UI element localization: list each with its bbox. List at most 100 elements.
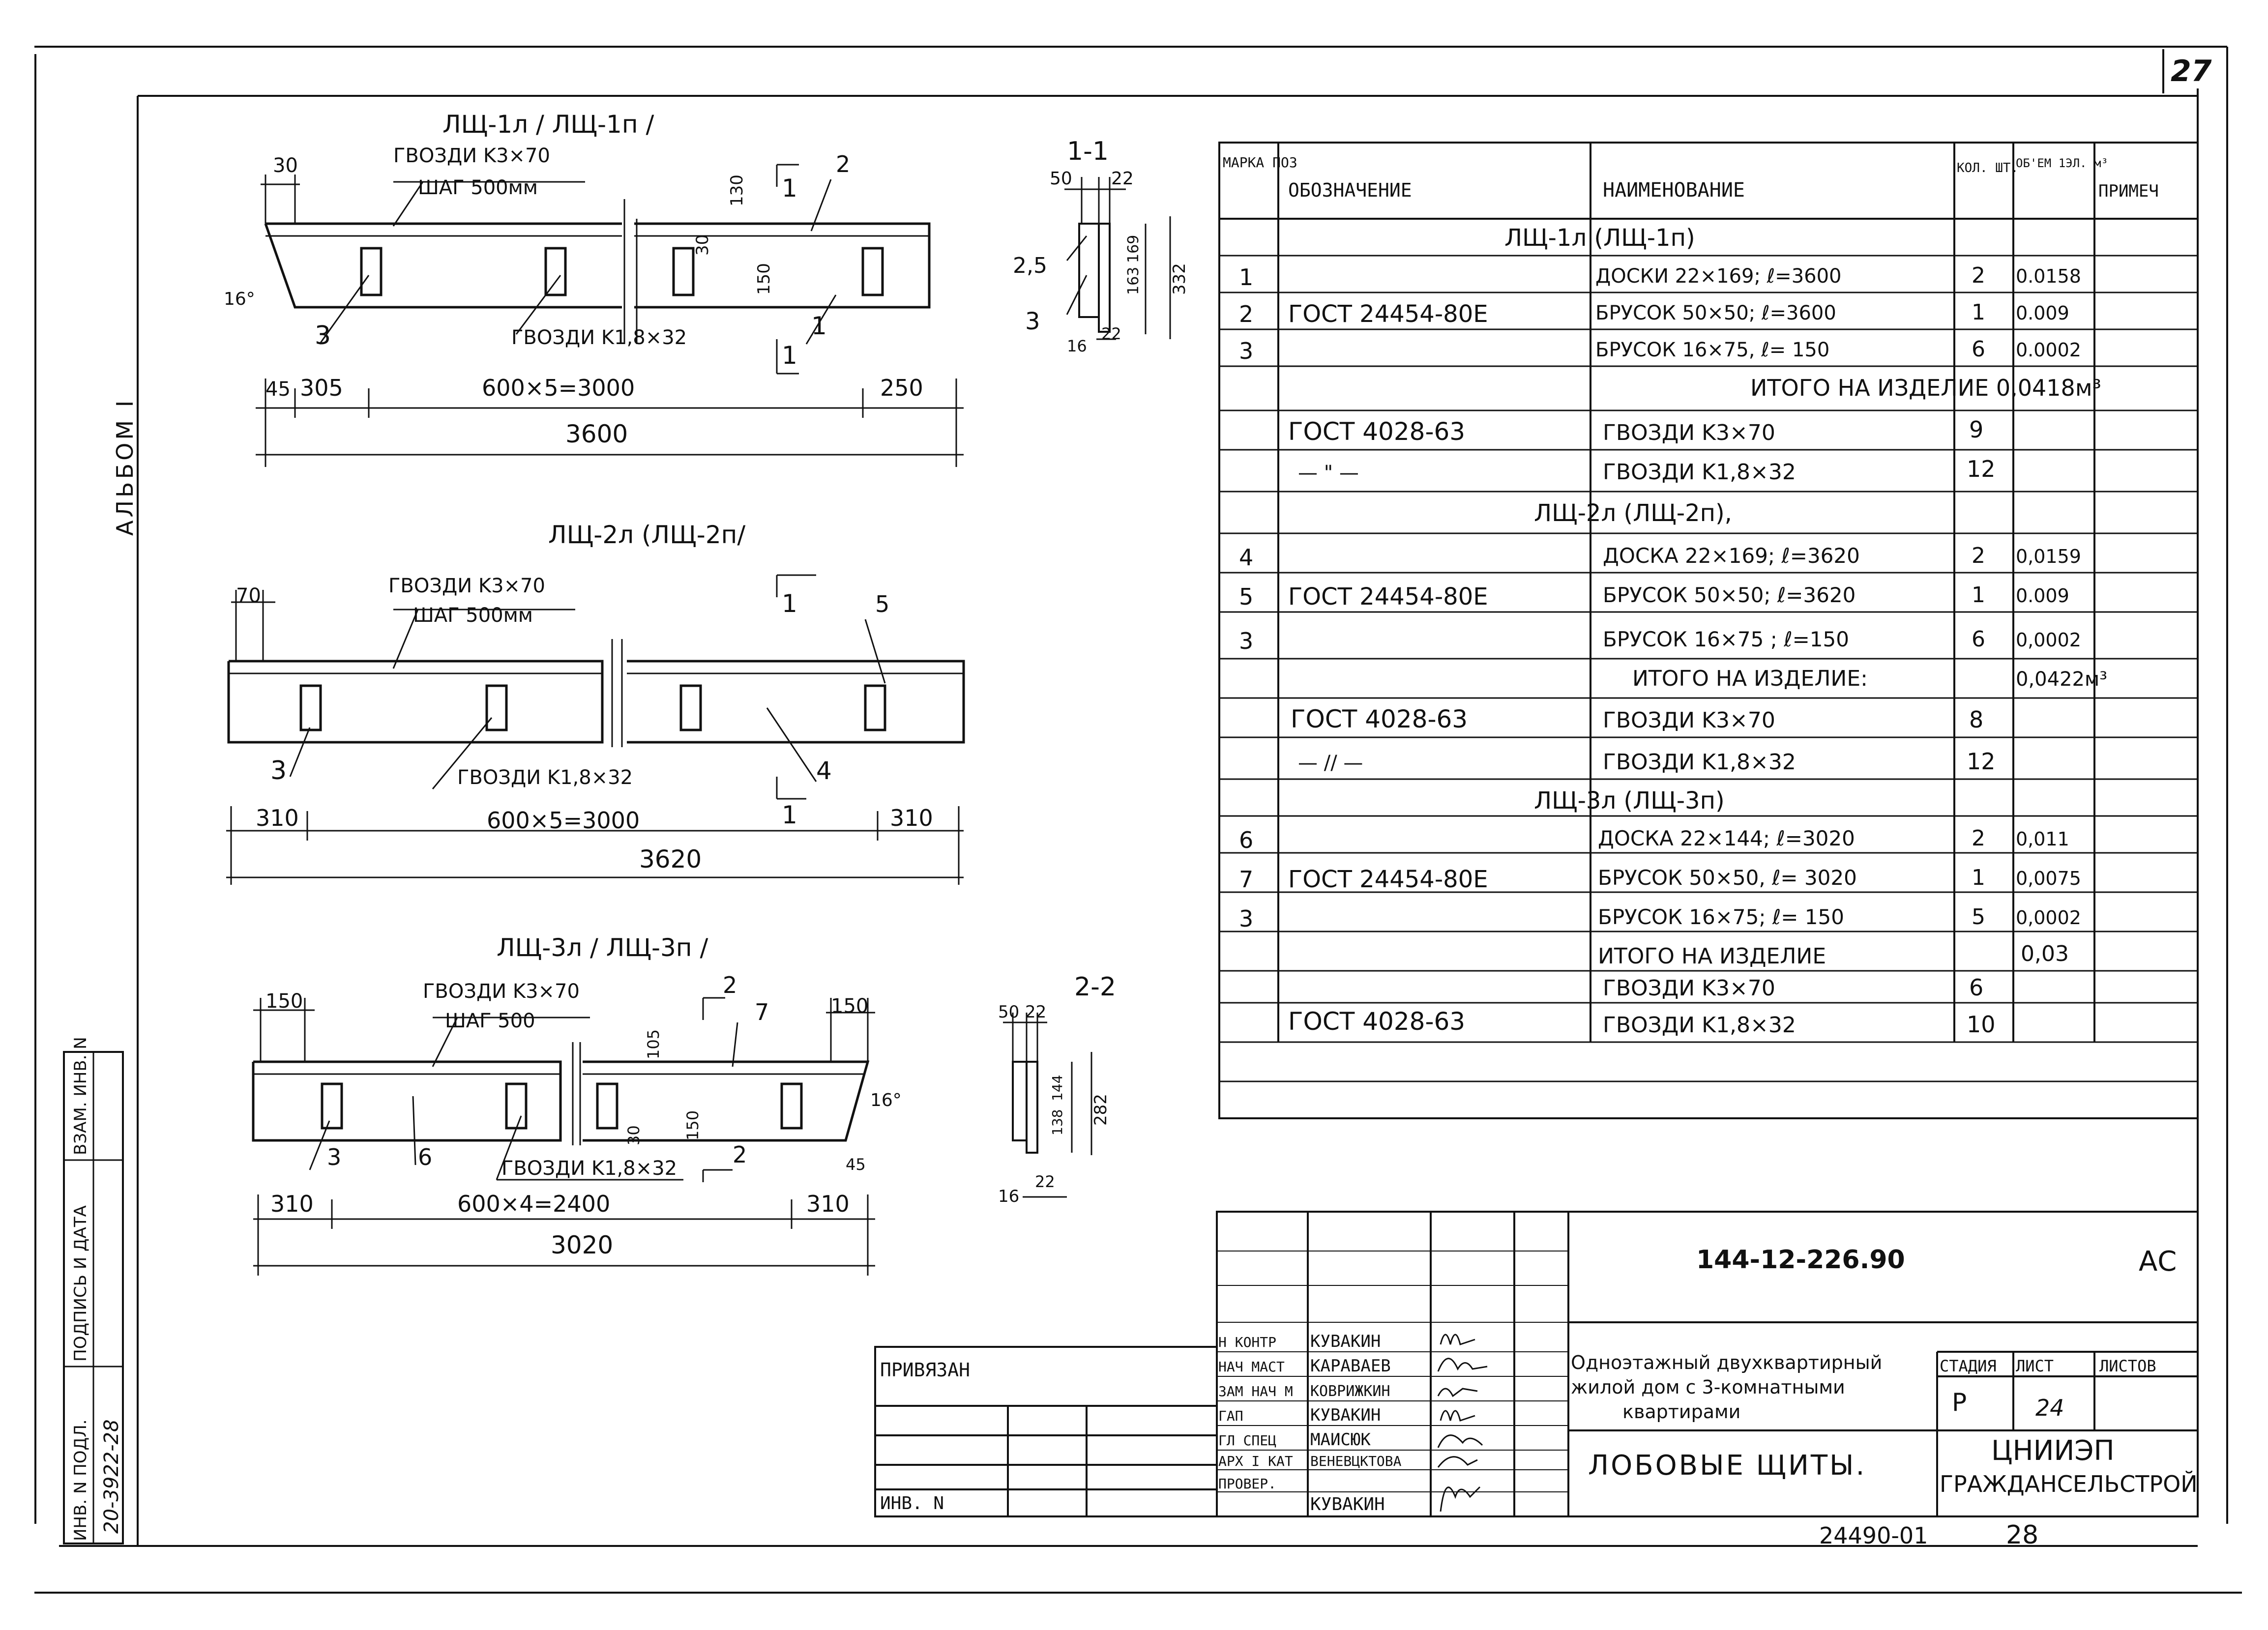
- role-6: ПРОВЕР.: [1218, 1476, 1276, 1492]
- project-line2: жилой дом с 3-комнатными: [1571, 1376, 1845, 1398]
- g2-designation: ГОСТ 24454-80Е: [1288, 583, 1488, 611]
- g1-r3-name: БРУСОК 16×75, ℓ= 150: [1595, 339, 1829, 361]
- s11-d3: 3: [1025, 308, 1040, 335]
- g3-r1-name: ДОСКА 22×144; ℓ=3020: [1598, 826, 1855, 850]
- drawing-lsch-3: ЛЩ-3л / ЛЩ-3п /: [252, 933, 902, 1276]
- g1-nail2-name: ГВОЗДИ K1,8×32: [1603, 460, 1796, 485]
- d3-pos6: 6: [418, 1144, 432, 1170]
- d1-dim-130: 130: [727, 175, 747, 206]
- col-pos: МАРКА ПОЗ: [1223, 154, 1297, 171]
- spec-table: МАРКА ПОЗ ОБОЗНАЧЕНИЕ НАИМЕНОВАНИЕ КОЛ. …: [1218, 142, 2199, 1119]
- d2-sec1-top: 1: [782, 589, 797, 618]
- sheet-title: ЛОБОВЫЕ ЩИТЫ.: [1588, 1450, 1866, 1482]
- col-name: НАИМЕНОВАНИЕ: [1603, 179, 1745, 202]
- d1-dim-30b: 30: [693, 234, 712, 256]
- g1-nail1-qty: 9: [1969, 416, 1983, 443]
- inv-podl-value: 20-3922-28: [100, 1420, 123, 1534]
- g1-r1-pos: 1: [1239, 264, 1253, 291]
- inv-podl-label: ИНВ. N ПОДЛ.: [71, 1420, 90, 1541]
- d3-dim-150a: 150: [265, 990, 303, 1013]
- g2-r1-pos: 4: [1239, 544, 1253, 571]
- sheet-label: ЛИСТ: [2016, 1357, 2054, 1375]
- g1-r1-name: ДОСКИ 22×169; ℓ=3600: [1595, 265, 1842, 288]
- s11-d163: 163: [1125, 267, 1142, 295]
- g2-r1-vol: 0,0159: [2016, 546, 2081, 567]
- d3-pos3: 3: [327, 1144, 341, 1170]
- doc-code: 144-12-226.90: [1696, 1245, 1905, 1275]
- g1-r2-vol: 0.009: [2016, 302, 2069, 324]
- g3-r1-pos: 6: [1239, 827, 1253, 853]
- s22-d16: 16: [998, 1187, 1019, 1206]
- role-0: Н КОНТР: [1218, 1334, 1276, 1350]
- doc-type: АС: [2139, 1246, 2177, 1278]
- s11-d50: 50: [1050, 169, 1072, 189]
- stage-value: Р: [1952, 1388, 1967, 1417]
- s22-d138: 138: [1049, 1109, 1065, 1135]
- g1-r1-qty: 2: [1972, 263, 1985, 288]
- g3-total-value: 0,03: [2021, 941, 2069, 966]
- g2-total-label: ИТОГО НА ИЗДЕЛИЕ:: [1632, 666, 1868, 691]
- d1-title: ЛЩ-1л / ЛЩ-1п /: [442, 110, 654, 139]
- d1-sec1-top: 1: [782, 174, 797, 203]
- g2-nail2-name: ГВОЗДИ K1,8×32: [1603, 750, 1796, 775]
- d1-pos1: 1: [811, 312, 827, 340]
- d1-dtot: 3600: [565, 420, 628, 448]
- g3-r1-vol: 0,011: [2016, 828, 2069, 850]
- d2-nails2: ГВОЗДИ K1,8×32: [457, 766, 633, 789]
- privyazan-label: ПРИВЯЗАН: [880, 1359, 970, 1381]
- d2-d310b: 310: [890, 805, 933, 831]
- d2-title: ЛЩ-2л (ЛЩ-2п/: [548, 521, 745, 549]
- spec-row-lines: [1219, 255, 2198, 1082]
- g3-r3-name: БРУСОК 16×75; ℓ= 150: [1598, 905, 1844, 929]
- s22-d22b: 22: [1035, 1172, 1055, 1191]
- d1-dim-30: 30: [273, 154, 298, 177]
- g2-r3-vol: 0,0002: [2016, 629, 2081, 651]
- podpis-label: ПОДПИСЬ И ДАТА: [71, 1205, 90, 1362]
- d3-nails1: ГВОЗДИ K3×70: [423, 980, 580, 1003]
- name-4: МАИСЮК: [1310, 1430, 1371, 1450]
- s22-title: 2-2: [1074, 972, 1116, 1002]
- g1-r2-name: БРУСОК 50×50; ℓ=3600: [1595, 302, 1836, 324]
- section-1-1: 1-1 50 22 2,5 3 163 169 332 16 22: [1013, 137, 1189, 355]
- g1-nail1-designation: ГОСТ 4028-63: [1288, 417, 1465, 446]
- role-3: ГАП: [1218, 1408, 1243, 1424]
- g2-title: ЛЩ-2л (ЛЩ-2п),: [1534, 499, 1732, 527]
- g1-title: ЛЩ-1л (ЛЩ-1п): [1504, 224, 1695, 252]
- name-3: КУВАКИН: [1310, 1405, 1381, 1425]
- name-2: КОВРИЖКИН: [1310, 1383, 1390, 1400]
- d2-pos5: 5: [875, 591, 889, 617]
- d2-dmid: 600×5=3000: [487, 807, 640, 834]
- col-qty: КОЛ. ШТ.: [1957, 161, 2018, 175]
- g3-nail1-qty: 6: [1969, 974, 1983, 1001]
- d3-dim-30: 30: [624, 1125, 643, 1145]
- d2-dim-70: 70: [236, 584, 261, 607]
- g2-nail1-designation: ГОСТ 4028-63: [1291, 705, 1468, 733]
- g2-nail2-qty: 12: [1967, 748, 1996, 775]
- d1-d45: 45: [265, 378, 291, 401]
- g2-r2-qty: 1: [1972, 582, 1985, 608]
- s11-d169: 169: [1125, 235, 1142, 263]
- s11-title: 1-1: [1067, 137, 1109, 166]
- d1-d250: 250: [880, 375, 923, 401]
- vzam-label: ВЗАМ. ИНВ. N: [71, 1037, 90, 1155]
- d3-d45: 45: [846, 1155, 866, 1174]
- g1-r2-qty: 1: [1972, 300, 1985, 325]
- g2-r3-qty: 6: [1972, 627, 1985, 652]
- g1-r2-pos: 2: [1239, 301, 1253, 327]
- d3-dim-150b: 150: [831, 995, 868, 1018]
- s11-d22: 22: [1111, 169, 1134, 189]
- name-1: КАРАВАЕВ: [1310, 1356, 1391, 1376]
- left-stamp: ИНВ. N ПОДЛ. 20-3922-28 ПОДПИСЬ И ДАТА В…: [63, 1037, 124, 1544]
- g3-nail2-qty: 10: [1967, 1011, 1996, 1038]
- title-block: 144-12-226.90 АС ПРИВЯЗАН ИНВ. N Н КОНТР…: [874, 1211, 2199, 1550]
- g2-r3-name: БРУСОК 16×75 ; ℓ=150: [1603, 627, 1849, 651]
- s11-d332: 332: [1170, 263, 1189, 295]
- d3-dim-105: 105: [644, 1029, 663, 1059]
- g1-designation: ГОСТ 24454-80Е: [1288, 300, 1488, 328]
- d2-nails1: ГВОЗДИ K3×70: [388, 575, 545, 597]
- d3-sec2-bot: 2: [733, 1141, 747, 1168]
- s22-d282: 282: [1091, 1094, 1111, 1126]
- d3-step1: ШАГ 500: [445, 1010, 535, 1032]
- sheet-value: 24: [2035, 1395, 2064, 1421]
